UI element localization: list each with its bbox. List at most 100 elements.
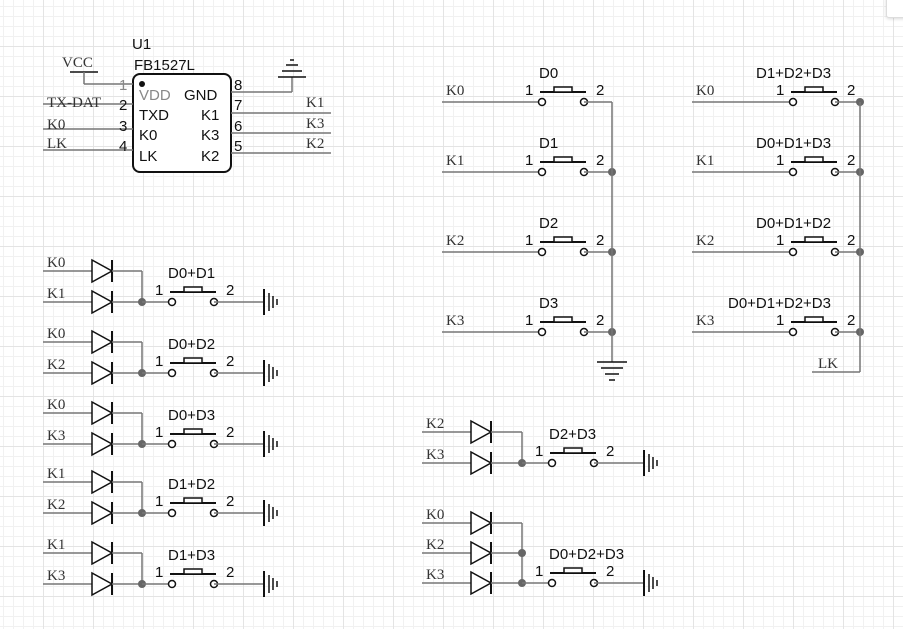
net-label: K2	[446, 233, 464, 249]
diode	[470, 570, 493, 596]
ic-pin-num: 1	[119, 77, 127, 94]
diode	[91, 571, 114, 597]
diode	[470, 450, 493, 476]
diode-body	[91, 571, 114, 597]
ic-pin-name: VDD	[139, 87, 171, 104]
diode	[91, 329, 114, 355]
switch-pin-num: 1	[155, 564, 163, 581]
switch-contact	[547, 578, 557, 588]
switch-actuator	[183, 357, 203, 364]
switch-label: D0+D1+D3	[756, 135, 831, 152]
ic-pin-name: GND	[184, 87, 218, 104]
net-label: K3	[426, 447, 444, 463]
diode	[91, 400, 114, 426]
switch-contact	[788, 97, 798, 107]
net-label: K1	[47, 466, 65, 482]
ic-u1[interactable]: U1 FB1527L VCC 1 VDD 2 TXD TX-DAT 3 K0 K…	[43, 36, 331, 173]
ic-pin-num: 4	[119, 138, 127, 155]
switch-contact	[167, 439, 177, 449]
ground-symbol	[278, 59, 306, 78]
switch-pin-num: 2	[596, 232, 604, 249]
net-label: K1	[446, 153, 464, 169]
ground-symbol	[244, 431, 278, 457]
net-label: K3	[696, 313, 714, 329]
switch-pin-num: 2	[847, 152, 855, 169]
switch-actuator	[183, 428, 203, 435]
diode-body	[91, 289, 114, 315]
switch-pin-num: 2	[847, 232, 855, 249]
switch-pin-num: 1	[776, 232, 784, 249]
switch-pin-num: 1	[776, 312, 784, 329]
net-label: K3	[47, 428, 65, 444]
ic-pin-name: TXD	[139, 107, 169, 124]
switch-pin-num: 1	[155, 353, 163, 370]
ground-symbol	[244, 500, 278, 526]
switch-label: D3	[539, 295, 558, 312]
net-label: K1	[696, 153, 714, 169]
vcc-label: VCC	[62, 55, 93, 71]
switch-actuator	[563, 567, 583, 574]
switch-actuator	[183, 286, 203, 293]
switch-actuator	[553, 156, 573, 163]
net-label: K3	[446, 313, 464, 329]
switch-label: D0+D3	[168, 407, 215, 424]
ic-pin-num: 7	[234, 97, 242, 114]
switch-contact	[537, 327, 547, 337]
ic-pin-num: 3	[119, 118, 127, 135]
switch-contact	[167, 297, 177, 307]
diode-body	[91, 469, 114, 495]
net-label: K3	[306, 116, 324, 132]
net-label: K0	[446, 83, 464, 99]
switch-label: D1+D3	[168, 547, 215, 564]
ic-body	[132, 73, 232, 173]
diode-body	[91, 500, 114, 526]
net-label: LK	[818, 356, 838, 372]
switch-label: D1	[539, 135, 558, 152]
ic-pin-num: 8	[234, 77, 242, 94]
switch-pin-num: 2	[847, 312, 855, 329]
diode-body	[470, 540, 493, 566]
diode	[91, 431, 114, 457]
switch-actuator	[553, 236, 573, 243]
switch-pin-num: 1	[525, 312, 533, 329]
push-button-switch[interactable]: 1 2 D0+D2	[155, 336, 234, 378]
junction-dot	[518, 549, 526, 557]
net-label: TX-DAT	[47, 95, 101, 111]
switch-label: D0+D2	[168, 336, 215, 353]
switch-label: D0+D1	[168, 265, 215, 282]
switch-label: D1+D2+D3	[756, 65, 831, 82]
switch-contact	[547, 458, 557, 468]
switch-label: D2	[539, 215, 558, 232]
diode	[470, 540, 493, 566]
switch-label: D2+D3	[549, 426, 596, 443]
switch-pin-num: 2	[226, 353, 234, 370]
switch-actuator	[183, 568, 203, 575]
vcc-symbol: VCC	[62, 55, 133, 85]
switch-actuator	[804, 236, 824, 243]
diode	[470, 510, 493, 536]
diode-body	[470, 570, 493, 596]
